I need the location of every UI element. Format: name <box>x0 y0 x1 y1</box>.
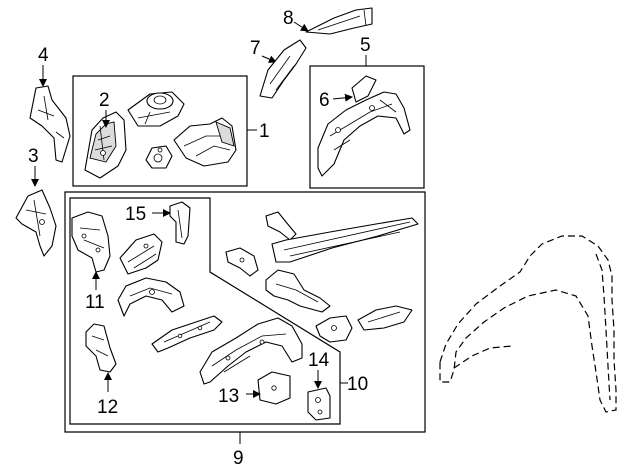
part-15-small-bracket <box>169 201 191 245</box>
group-box-9 <box>64 191 426 433</box>
part-2-apron-reinforcement <box>84 111 127 179</box>
part-mid-side-rail <box>265 269 331 313</box>
callout-9: 9 <box>233 448 244 469</box>
part-7-pillar-reinforcement <box>259 39 307 99</box>
part-4-rail-extension <box>29 85 71 163</box>
fender-outline <box>439 235 617 413</box>
part-side-bracket <box>225 247 259 277</box>
part-small-bracket <box>145 145 173 169</box>
callout-13: 13 <box>218 386 239 407</box>
callout-11: 11 <box>85 292 105 313</box>
part-8-upper-rail <box>305 7 373 35</box>
part-lower-rail <box>151 315 223 353</box>
part-12-bracket <box>85 323 117 373</box>
callout-1: 1 <box>259 121 270 142</box>
callout-2: 2 <box>99 90 110 111</box>
callout-15: 15 <box>125 204 146 225</box>
callout-14: 14 <box>308 350 330 371</box>
leader-6 <box>332 93 353 102</box>
part-11-rail-end <box>71 211 111 273</box>
leader-7 <box>261 55 277 63</box>
callout-12: 12 <box>97 397 118 418</box>
part-rear-rail-plate <box>357 305 413 331</box>
part-strut-tower <box>127 91 185 127</box>
part-5-fender-apron <box>317 75 411 177</box>
callout-8: 8 <box>283 8 294 29</box>
group-box-10 <box>69 197 341 425</box>
part-rail-bracket <box>119 233 163 275</box>
part-upper-side-rail <box>265 211 419 263</box>
callout-10: 10 <box>347 374 368 395</box>
part-13-plate <box>257 371 291 405</box>
group-box-1 <box>72 75 248 187</box>
part-lower-side-bracket <box>315 315 353 343</box>
part-wheelhouse-section <box>173 117 237 167</box>
part-3-bracket <box>15 189 57 257</box>
group-box-5 <box>309 65 425 189</box>
callout-6: 6 <box>319 90 330 111</box>
leader-8 <box>293 21 309 32</box>
callout-4: 4 <box>38 45 49 66</box>
part-lower-apron <box>199 317 303 385</box>
part-14-reinforcement <box>307 387 331 421</box>
callout-5: 5 <box>360 35 371 56</box>
part-wheelhouse-arch <box>117 277 185 317</box>
callout-3: 3 <box>28 146 39 167</box>
callout-7: 7 <box>250 38 261 59</box>
